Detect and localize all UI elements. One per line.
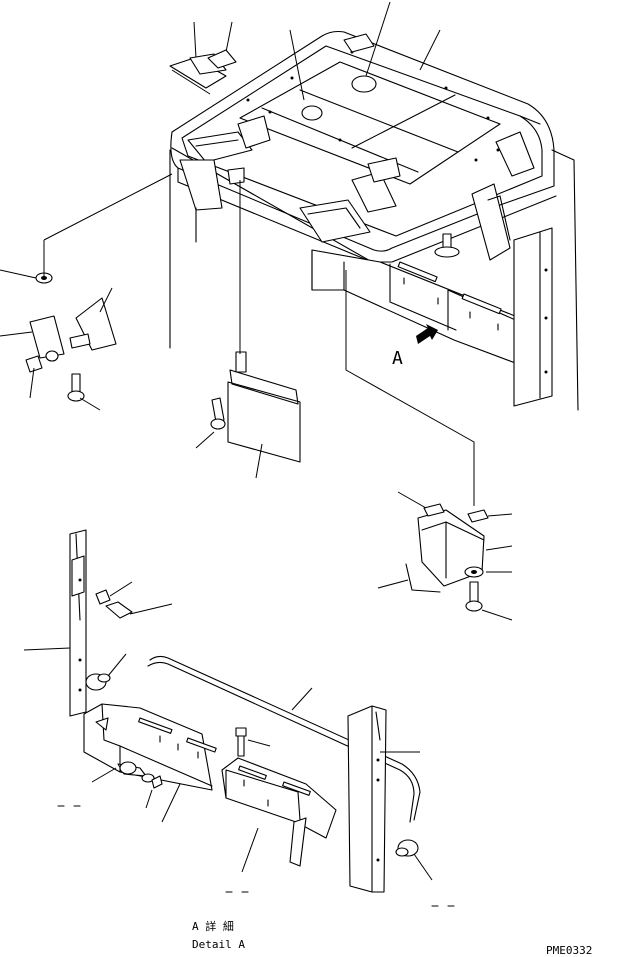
- detail-label-en: Detail A: [192, 938, 245, 951]
- underside-trim-panel: [311, 249, 521, 365]
- cab-roof-assembly: [169, 30, 579, 411]
- drawing-code: PME0332: [546, 944, 592, 957]
- leader-lines: [0, 1, 475, 506]
- left-fastener-group: [25, 272, 117, 402]
- roof-mount-bolt: [434, 233, 460, 258]
- right-pillar-strip-upper: [513, 227, 553, 407]
- view-label: A: [392, 348, 403, 369]
- roof-clip-and-bolt: [169, 49, 237, 95]
- middle-cover-panel: [195, 351, 301, 479]
- right-mount-box: [377, 491, 513, 621]
- detail-a-assembly: [23, 529, 455, 907]
- detail-label-jp: A 詳 細: [192, 919, 234, 933]
- view-a-indicator: A: [392, 324, 438, 369]
